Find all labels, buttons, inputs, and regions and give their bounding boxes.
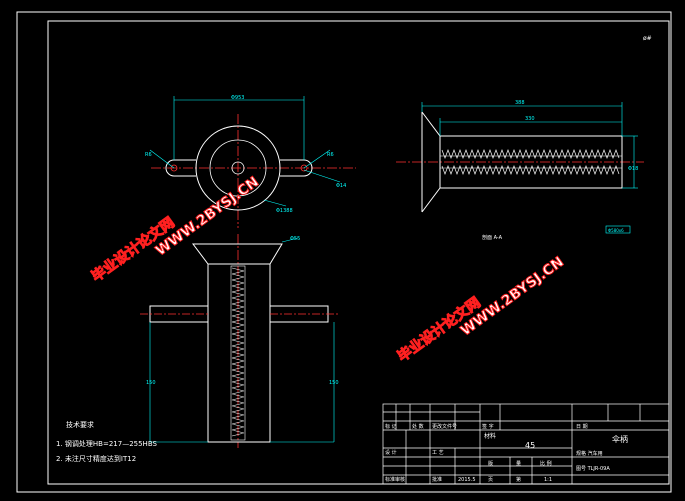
tb-name: 伞柄 xyxy=(612,434,628,444)
tb-ban: 版 xyxy=(488,460,493,467)
tb-spec: 规格 汽车用 xyxy=(576,450,603,457)
tb-biaozhun: 标准审核 xyxy=(385,476,405,483)
tb-riqi: 日 期 xyxy=(576,424,588,430)
tb-scale: 1:1 xyxy=(544,477,552,483)
front-dim-left: 150 xyxy=(146,380,156,386)
tech-notes-title: 技术要求 xyxy=(66,420,94,429)
section-tag: Φ580x6 xyxy=(608,228,624,233)
plan-dim-top: Φ953 xyxy=(231,95,244,101)
tb-gengai: 更改文件号 xyxy=(432,423,457,430)
tb-pizhun: 批准 xyxy=(432,476,442,483)
tech-notes-line1: 1. 钢调处理HB=217—255HBS xyxy=(56,439,157,448)
plan-view xyxy=(149,96,356,228)
section-view xyxy=(396,102,644,234)
title-block xyxy=(382,403,670,485)
section-dim-height: Φ18 xyxy=(628,166,638,172)
plan-dim-left: R6 xyxy=(145,152,152,158)
tb-qianzi: 签 字 xyxy=(482,423,494,430)
tb-chushu: 处 数 xyxy=(412,423,424,430)
tb-liang: 量 xyxy=(516,460,521,467)
plan-dim-bottom: Φ1388 xyxy=(276,208,293,214)
front-view xyxy=(140,234,340,448)
front-dim-right: 150 xyxy=(329,380,339,386)
tb-ye: 页 xyxy=(488,477,493,483)
tb-biaoji: 标 记 xyxy=(385,423,397,430)
tb-page: 第 xyxy=(516,476,521,483)
plan-dim-small: Φ14 xyxy=(336,183,346,189)
corner-mark: ø# xyxy=(643,35,652,42)
tb-scale-label: 比 例 xyxy=(540,460,552,467)
tb-sheji: 设 计 xyxy=(385,449,397,456)
section-dim-inner: 330 xyxy=(525,116,535,122)
section-caption: 剖面 A-A xyxy=(482,234,503,241)
section-dim-outer: 388 xyxy=(515,100,525,106)
tb-code: 图号 TLJR-09A xyxy=(576,466,610,472)
tb-gongyi: 工 艺 xyxy=(432,450,444,456)
outer-frame xyxy=(16,11,672,493)
tech-notes-line2: 2. 未注尺寸精度达到IT12 xyxy=(56,454,136,463)
inner-frame xyxy=(47,20,670,485)
tb-material-label: 材料 xyxy=(484,432,496,440)
tb-date: 2015.5 xyxy=(458,477,476,483)
plan-dim-right: R6 xyxy=(327,152,334,158)
tb-material: 45 xyxy=(525,441,535,450)
front-dim-top: Φ55 xyxy=(290,236,300,242)
